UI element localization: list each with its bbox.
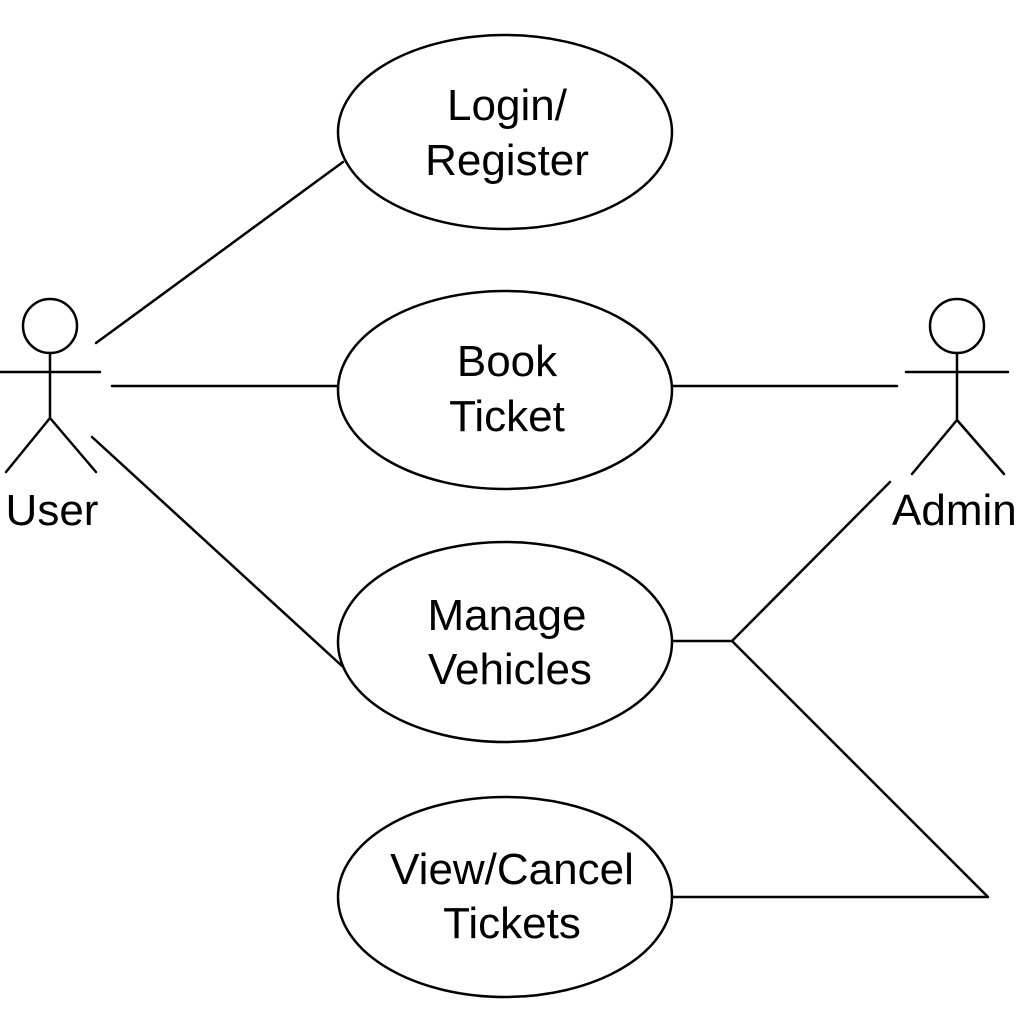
admin-actor-head [928,297,986,355]
use-case-view-label-line1: View/Cancel [390,845,634,894]
use-case-login-ellipse [336,33,674,231]
use-case-view-ellipse [336,795,674,999]
admin-actor-left-leg [910,418,959,476]
user-actor-right-leg [48,416,98,474]
admin-actor-right-leg [955,418,1006,476]
use-case-manage-label-line2: Vehicles [428,645,592,694]
use-case-book-label-line2: Ticket [449,392,565,441]
association-admin-view-connector [670,639,990,899]
use-case-book-label-line1: Book [457,337,558,386]
user-actor-head [21,297,79,355]
admin-actor-label: Admin [892,486,1017,535]
admin-actor [904,297,1010,476]
use-case-login-label-line1: Login/ [447,81,568,130]
use-case-book-ellipse [336,289,674,491]
association-user-manage [90,435,344,668]
use-case-view-label-line2: Tickets [443,899,581,948]
user-actor [0,297,102,474]
use-case-login-label-line2: Register [425,136,589,185]
use-case-manage-ellipse [336,540,674,744]
user-actor-left-leg [4,416,52,474]
association-user-login [94,160,345,345]
user-actor-label: User [6,486,99,535]
use-case-manage-label-line1: Manage [427,591,586,640]
association-manage-admin [671,480,892,643]
